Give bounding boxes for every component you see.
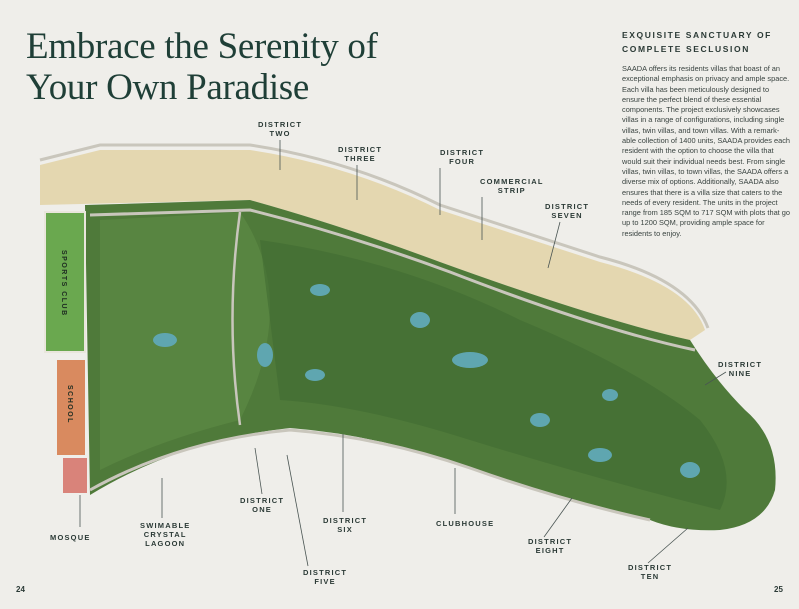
commercial-strip-area [40,150,705,340]
sports-club-area [44,211,86,353]
label-commercial-strip: COMMERCIAL STRIP [480,177,544,195]
section-body: SAADA offers its residents villas that b… [622,64,791,238]
label-crystal-lagoon: SWIMABLE CRYSTAL LAGOON [140,521,191,548]
school-area [57,360,85,455]
label-district-ten: DISTRICT TEN [628,563,673,581]
label-district-one: DISTRICT ONE [240,496,285,514]
label-district-eight: DISTRICT EIGHT [528,537,573,555]
school-label: SCHOOL [66,385,73,424]
label-mosque: MOSQUE [50,533,91,542]
title-line-2: Your Own Paradise [26,67,310,108]
title-line-1: Embrace the Serenity of [26,26,378,67]
label-district-two: DISTRICT TWO [258,120,303,138]
page-number-right: 25 [774,585,783,594]
label-district-three: DISTRICT THREE [338,145,383,163]
page-number-left: 24 [16,585,25,594]
sports-club-label: SPORTS CLUB [60,250,67,317]
section-heading: EXQUISITE SANCTUARY OF COMPLETE SECLUSIO… [622,30,772,54]
label-clubhouse: CLUBHOUSE [436,519,495,528]
lagoon-water [153,284,700,478]
mosque-area [63,458,87,493]
label-district-five: DISTRICT FIVE [303,568,348,586]
label-district-four: DISTRICT FOUR [440,148,485,166]
label-district-seven: DISTRICT SEVEN [545,202,590,220]
label-district-six: DISTRICT SIX [323,516,368,534]
label-district-nine: DISTRICT NINE [718,360,763,378]
